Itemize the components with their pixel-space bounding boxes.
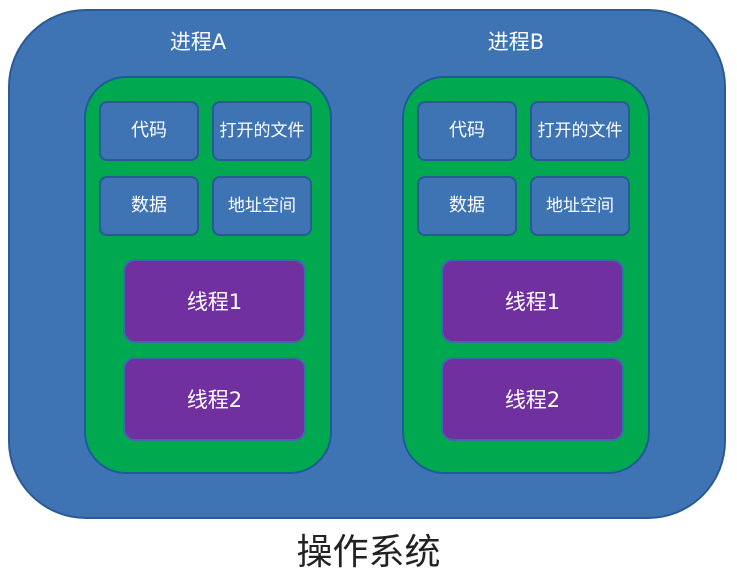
operating-system-label: 操作系统: [296, 532, 441, 573]
process-b-data: 数据: [417, 176, 517, 236]
process-b-code: 代码: [417, 101, 517, 161]
process-a-thread-1: 线程1: [123, 259, 306, 343]
process-a-thread-2: 线程2: [123, 357, 306, 441]
process-a-box: 代码 打开的文件 数据 地址空间 线程1 线程2: [84, 76, 332, 474]
process-a-address-space: 地址空间: [212, 176, 312, 236]
process-a-title: 进程A: [169, 30, 227, 54]
process-a-data: 数据: [99, 176, 199, 236]
process-a-open-files: 打开的文件: [212, 101, 312, 161]
process-b-title: 进程B: [487, 30, 545, 54]
process-b-open-files: 打开的文件: [530, 101, 630, 161]
process-b-thread-2: 线程2: [441, 357, 624, 441]
process-a-code: 代码: [99, 101, 199, 161]
process-b-thread-1: 线程1: [441, 259, 624, 343]
process-b-box: 代码 打开的文件 数据 地址空间 线程1 线程2: [402, 76, 650, 474]
process-b-address-space: 地址空间: [530, 176, 630, 236]
